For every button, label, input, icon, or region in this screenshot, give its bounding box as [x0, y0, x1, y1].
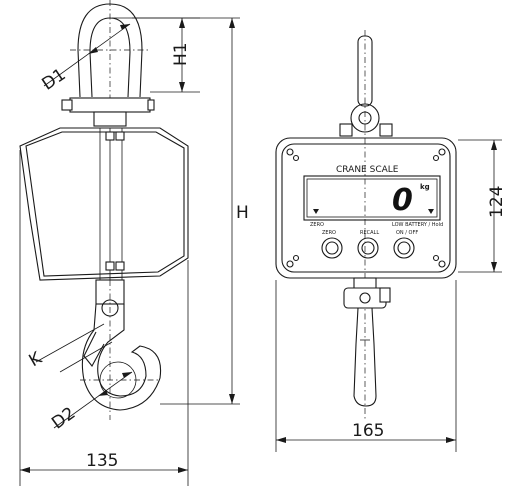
indicator-right-label: LOW BATTERY / Hold [392, 222, 443, 228]
front-dimensions: 165 124 [275, 139, 507, 452]
front-hook [343, 277, 391, 407]
side-dimensions: 135 H H1 D1 D2 K [19, 17, 249, 486]
front-housing [275, 137, 457, 279]
onoff-button [393, 237, 415, 259]
shackle-height-label: H1 [171, 42, 191, 66]
zero-button [321, 237, 343, 259]
overall-height-label: H [236, 203, 249, 223]
recall-button [357, 237, 379, 259]
display-value: 0 [392, 183, 413, 218]
button-label-zero: ZERO [322, 230, 336, 236]
front-width-label: 165 [352, 421, 384, 441]
front-shackle [339, 30, 393, 420]
display-unit: kg [420, 183, 430, 191]
shackle [61, 0, 155, 127]
shackle-diameter-label: D1 [38, 65, 69, 95]
panel-title: CRANE SCALE [336, 165, 399, 175]
hook-diameter-label: D2 [48, 403, 79, 433]
button-label-onoff: ON / OFF [396, 230, 418, 236]
hook-opening-label: K [26, 348, 46, 371]
indicator-left-label: ZERO [310, 222, 324, 228]
side-width-label: 135 [86, 451, 118, 471]
housing-body [19, 127, 189, 281]
side-view: 135 H H1 D1 D2 K [19, 0, 249, 486]
hook [80, 279, 162, 420]
front-height-label: 124 [487, 186, 507, 218]
front-view: CRANE SCALE 0 kg ZERO LOW BATTERY / Hold… [275, 30, 507, 452]
front-panel: CRANE SCALE 0 kg ZERO LOW BATTERY / Hold… [303, 165, 443, 259]
button-label-recall: RECALL [360, 230, 379, 236]
